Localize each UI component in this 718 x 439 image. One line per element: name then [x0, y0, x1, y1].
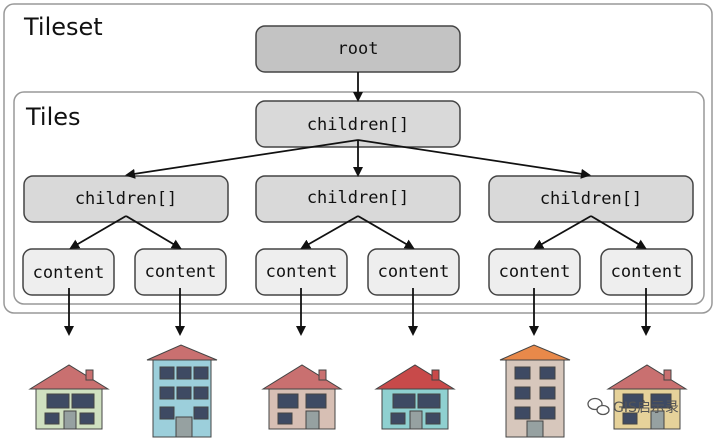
building-door	[526, 420, 544, 438]
root-node-label: root	[338, 39, 379, 59]
arrow-top-to-children-3	[357, 139, 591, 179]
children-node-3	[488, 175, 694, 223]
content-node-5-label: content	[499, 262, 571, 282]
building-window	[514, 406, 531, 420]
building-window	[514, 366, 531, 380]
arrow-children-3-to-content-6	[590, 215, 647, 250]
content-node-1-label: content	[33, 263, 105, 283]
apartment-building-icon	[146, 344, 218, 438]
arrow-children-1-to-content-2	[125, 215, 182, 250]
building-window	[193, 366, 209, 380]
content-node-3-label: content	[266, 262, 338, 282]
tiles-label: Tiles	[25, 103, 81, 131]
house-window	[71, 393, 95, 409]
wechat-icon	[587, 397, 610, 416]
building-window	[514, 386, 531, 400]
house-window	[44, 412, 60, 425]
house-chimney	[431, 369, 440, 381]
house-door	[409, 410, 423, 430]
building-window	[539, 366, 556, 380]
house-window	[390, 412, 406, 425]
watermark: GIS启示录	[587, 397, 679, 416]
arrow-children-1-to-content-1	[69, 215, 127, 250]
connector-arrows	[64, 72, 651, 336]
watermark-text: GIS启示录	[613, 400, 679, 416]
house-roof	[28, 364, 110, 390]
house-chimney	[663, 369, 672, 381]
house-roof	[374, 364, 456, 390]
house-window	[392, 393, 416, 409]
building-window	[159, 366, 175, 380]
house-window	[650, 393, 672, 409]
house-roof	[606, 364, 688, 390]
children-node-3-label: children[]	[540, 189, 642, 209]
house-roof	[261, 364, 343, 390]
house-window	[79, 412, 95, 425]
house-chimney	[85, 369, 94, 381]
house-window	[622, 393, 644, 409]
house-window	[417, 393, 441, 409]
house-window	[277, 393, 299, 409]
house-icon	[28, 364, 110, 430]
house-icon	[374, 364, 456, 430]
house-window	[305, 393, 327, 409]
building-window	[176, 366, 192, 380]
tileset-label: Tileset	[23, 13, 103, 41]
children-node-1-label: children[]	[75, 189, 177, 209]
children-node-2-label: children[]	[307, 188, 409, 208]
arrow-children-2-to-content-3	[300, 215, 359, 249]
top-children-label: children[]	[307, 115, 409, 135]
content-node-2-label: content	[145, 262, 217, 282]
house-icon	[606, 364, 688, 430]
arrow-children-3-to-content-5	[533, 215, 592, 249]
content-node-4-label: content	[378, 262, 450, 282]
building-window	[159, 386, 175, 400]
building-window	[176, 386, 192, 400]
building-window	[159, 406, 175, 420]
apartment-building-icon	[499, 344, 571, 438]
house-window	[46, 393, 70, 409]
building-window	[193, 406, 209, 420]
building-window	[193, 386, 209, 400]
content-node-6-label: content	[611, 262, 683, 282]
building-roof	[146, 344, 218, 361]
building-roof	[499, 344, 571, 361]
building-window	[539, 406, 556, 420]
arrow-children-2-to-content-4	[357, 215, 415, 250]
house-chimney	[318, 369, 327, 381]
house-door	[305, 410, 320, 430]
house-window	[622, 412, 638, 425]
house-icon	[261, 364, 343, 430]
house-window	[425, 412, 441, 425]
arrow-top-to-children-1	[125, 139, 359, 179]
house-window	[277, 412, 293, 425]
building-door	[175, 416, 193, 438]
house-door	[650, 410, 665, 430]
building-window	[539, 386, 556, 400]
house-door	[63, 410, 77, 430]
